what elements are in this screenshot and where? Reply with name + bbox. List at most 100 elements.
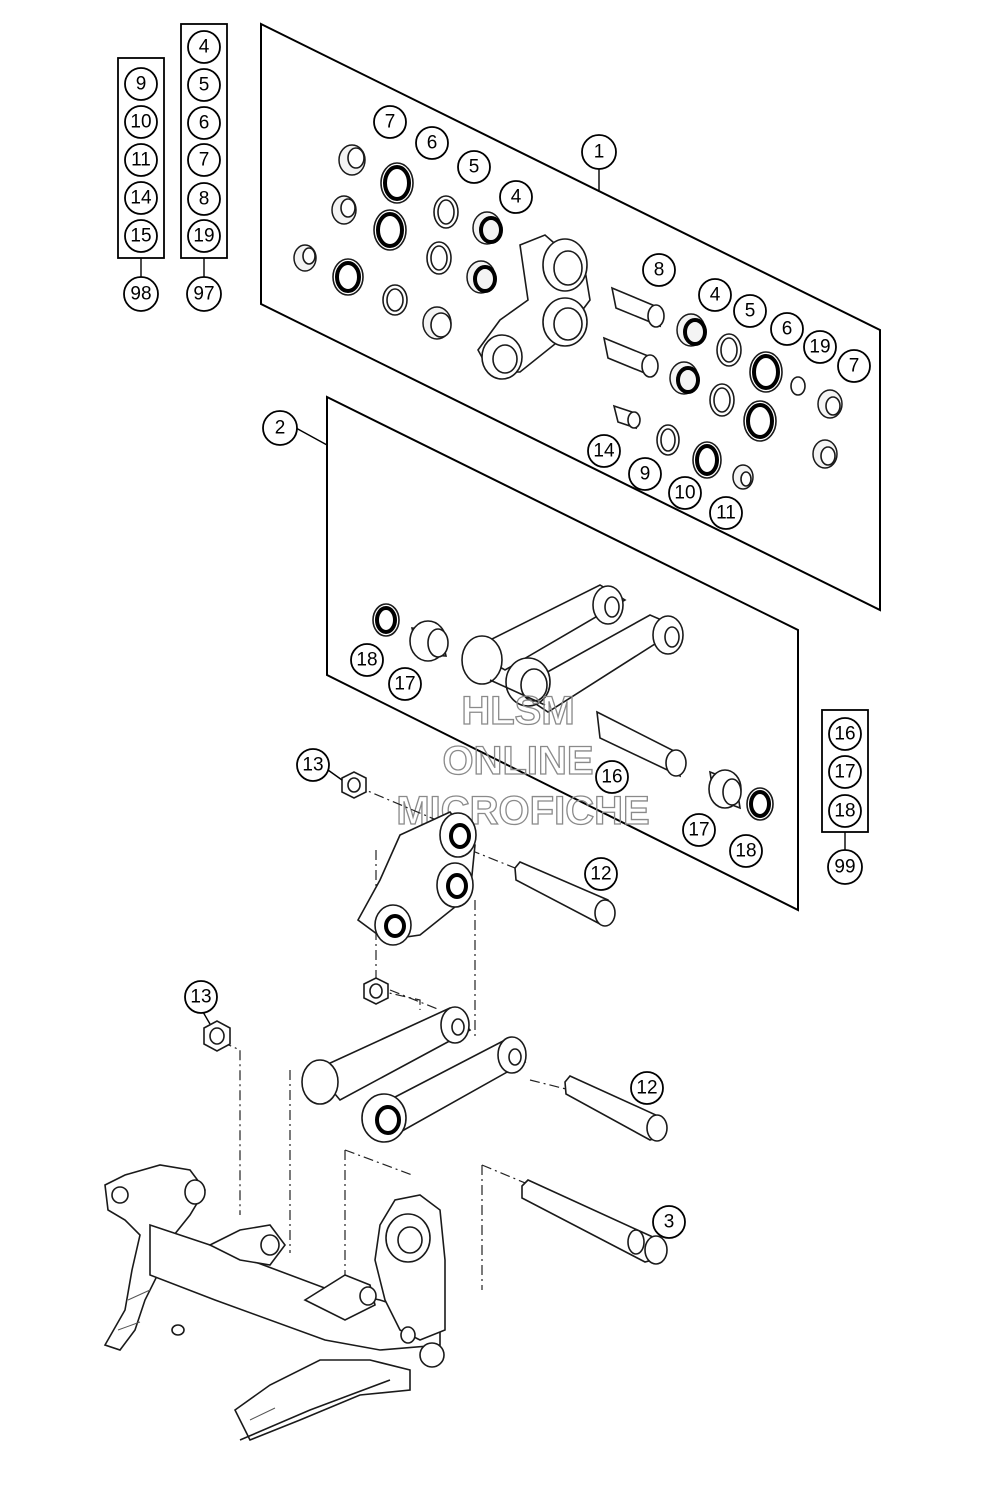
svg-text:5: 5 [199,75,210,96]
callout[interactable]: 16 [595,760,629,794]
callout[interactable]: 6 [415,126,449,160]
kit-97-item[interactable]: 5 [187,68,221,102]
left-seal-group [293,144,503,340]
callout[interactable]: 17 [682,813,716,847]
kit-99-item[interactable]: 18 [828,794,862,828]
svg-text:4: 4 [199,37,210,58]
callout[interactable]: 3 [652,1205,686,1239]
callout[interactable]: 4 [698,278,732,312]
kit-97-item[interactable]: 4 [187,30,221,64]
bolt-lower [564,1075,668,1142]
panel-kit-2-label[interactable]: 2 [262,410,298,446]
panel-kit-2: 2 18 17 16 17 18 [262,395,799,912]
svg-text:19: 19 [809,337,830,358]
svg-text:13: 13 [190,987,211,1008]
svg-text:10: 10 [674,483,695,504]
svg-text:16: 16 [834,724,855,745]
svg-text:4: 4 [511,187,522,208]
rocker-arm-assembled [356,811,477,946]
callout[interactable]: 11 [709,496,743,530]
kit-98-item[interactable]: 14 [124,181,158,215]
svg-text:12: 12 [590,864,611,885]
svg-text:ONLINE: ONLINE [442,739,593,783]
kit-97-label[interactable]: 97 [186,276,222,312]
panel-kit-2-frame [326,395,799,912]
kit-98-label[interactable]: 98 [123,276,159,312]
kit-97-item[interactable]: 6 [187,106,221,140]
panel-kit-1: 1 [260,22,881,612]
kit-99-item[interactable]: 17 [828,755,862,789]
callout[interactable]: 6 [770,312,804,346]
svg-text:7: 7 [199,150,210,171]
nut-lower [203,1020,231,1052]
callout[interactable]: 4 [499,180,533,214]
svg-text:5: 5 [469,157,480,178]
callout[interactable]: 19 [803,330,837,364]
callout[interactable]: 7 [373,105,407,139]
svg-text:2: 2 [275,418,286,439]
linkage-rods-parts [372,584,774,821]
svg-text:6: 6 [427,133,438,154]
callout[interactable]: 17 [388,667,422,701]
rocker-arm-top [477,234,591,380]
kit-98-item[interactable]: 9 [124,67,158,101]
kit-99-item[interactable]: 16 [828,717,862,751]
svg-text:9: 9 [640,464,651,485]
kit-99-label[interactable]: 99 [827,849,863,885]
svg-text:7: 7 [385,112,396,133]
svg-text:97: 97 [193,284,214,305]
svg-text:12: 12 [636,1078,657,1099]
callout[interactable]: 13 [296,748,330,782]
svg-text:9: 9 [136,74,147,95]
callout[interactable]: 13 [184,980,218,1014]
svg-text:8: 8 [199,189,210,210]
callout[interactable]: 18 [729,834,763,868]
svg-text:14: 14 [593,441,615,462]
callout[interactable]: 8 [642,253,676,287]
callout[interactable]: 12 [584,857,618,891]
svg-text:5: 5 [745,301,756,322]
callout[interactable]: 10 [668,476,702,510]
svg-text:6: 6 [782,319,793,340]
callout[interactable]: 9 [628,457,662,491]
nut-middle [363,977,389,1005]
kit-98-item[interactable]: 15 [124,219,158,253]
svg-text:13: 13 [302,755,323,776]
svg-text:14: 14 [130,188,152,209]
svg-text:19: 19 [193,226,214,247]
svg-text:17: 17 [834,762,855,783]
svg-text:HLSM: HLSM [461,689,574,733]
svg-text:17: 17 [394,674,415,695]
callout[interactable]: 5 [733,294,767,328]
linkage-rods-assembled [301,1006,527,1143]
svg-text:18: 18 [735,841,756,862]
kit-97-item[interactable]: 7 [187,143,221,177]
callout[interactable]: 12 [630,1071,664,1105]
right-bushing-group [602,286,843,490]
kit-98-item[interactable]: 11 [124,143,158,177]
svg-text:98: 98 [130,284,151,305]
kit-98-item[interactable]: 10 [124,105,158,139]
kit-box-97: 4 5 6 7 8 19 97 [180,23,228,312]
frame-swingarm [103,1164,446,1442]
svg-text:8: 8 [654,260,665,281]
svg-text:18: 18 [834,801,855,822]
kit-97-item[interactable]: 8 [187,182,221,216]
svg-text:7: 7 [849,356,860,377]
svg-text:4: 4 [710,285,721,306]
callout[interactable]: 7 [837,349,871,383]
callout[interactable]: 18 [350,643,384,677]
callout[interactable]: 5 [457,150,491,184]
bolt-3 [521,1179,668,1265]
svg-text:18: 18 [356,650,377,671]
svg-text:16: 16 [601,767,622,788]
panel-kit-1-label[interactable]: 1 [581,134,617,170]
kit-box-98: 9 10 11 14 15 98 [117,57,165,312]
bolt-upper [514,861,616,927]
callout[interactable]: 14 [587,434,621,468]
svg-text:17: 17 [688,820,709,841]
svg-text:3: 3 [664,1212,675,1233]
svg-text:10: 10 [130,112,151,133]
kit-97-item[interactable]: 19 [187,219,221,253]
